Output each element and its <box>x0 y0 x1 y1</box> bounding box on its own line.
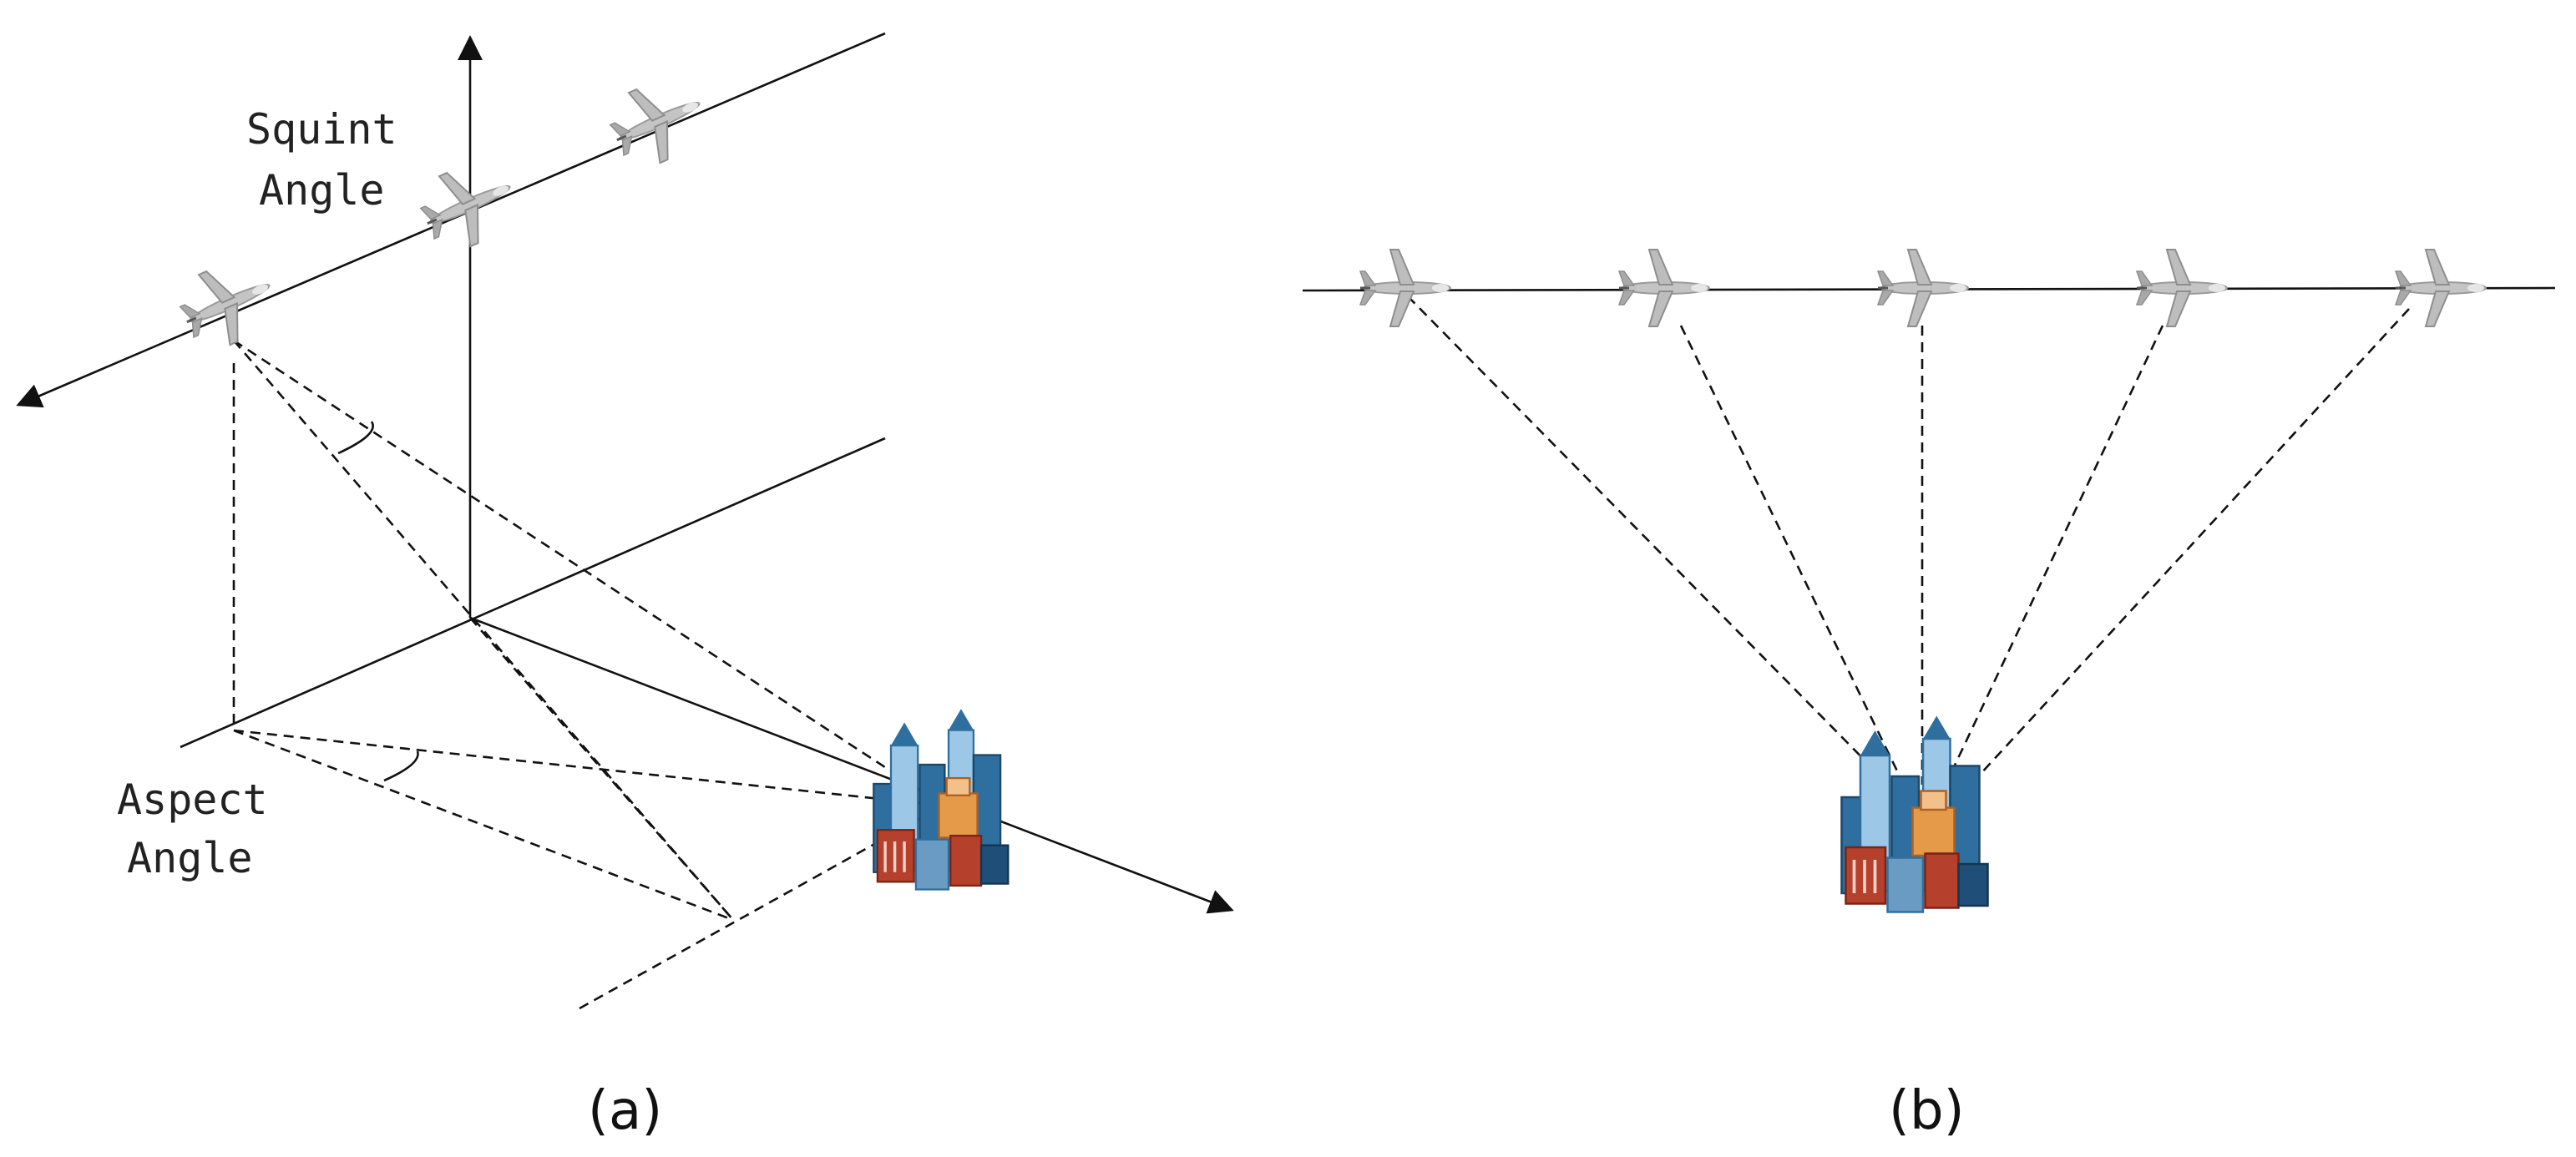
panel-b: (b) <box>1302 248 2556 1142</box>
ground-track-line <box>180 437 886 749</box>
city-buildings-icon <box>1840 714 1990 914</box>
slant-range-dashed-5 <box>1970 308 2410 786</box>
panel-a: Squint Angle Aspect Angle (a) <box>16 32 1234 1142</box>
airplane-icon <box>1617 248 1711 328</box>
ground-extension-dashed <box>579 804 944 1010</box>
squint-angle-arc <box>337 421 374 455</box>
airplane-icon <box>1359 248 1452 328</box>
airplane-icon <box>410 150 527 260</box>
ground-projection-dashed-2 <box>233 729 734 922</box>
squint-angle-label-line1: Squint <box>246 105 397 154</box>
slant-range-dashed-1 <box>1407 296 1890 786</box>
flight-path-line <box>16 32 886 408</box>
airplane-icon <box>600 67 716 177</box>
ground-projection-dashed-1 <box>233 729 944 807</box>
panel-b-caption: (b) <box>1889 1080 1965 1142</box>
aspect-angle-arc <box>383 750 419 782</box>
airplane-icon <box>2135 248 2229 328</box>
airplane-icon <box>2394 248 2487 328</box>
aspect-angle-label-line2: Angle <box>127 834 253 882</box>
city-buildings-icon <box>872 707 1010 892</box>
slant-range-dashed-4 <box>1944 325 2164 786</box>
airplane-icon <box>170 249 286 359</box>
airplane-icon <box>1876 248 1970 328</box>
panel-a-caption: (a) <box>588 1080 662 1142</box>
slant-range-dashed-2 <box>1679 325 1905 786</box>
slant-range-dashed-1 <box>233 339 944 807</box>
squint-angle-label-line2: Angle <box>259 166 385 215</box>
aspect-angle-label-line1: Aspect <box>117 776 268 824</box>
range-axis <box>469 616 1234 914</box>
